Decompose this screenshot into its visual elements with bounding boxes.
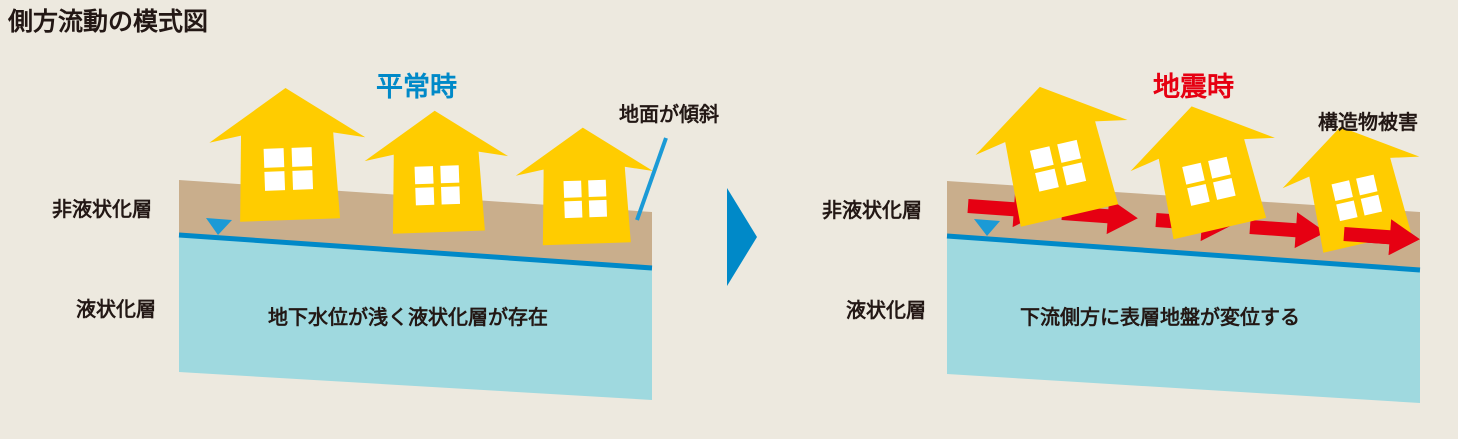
house-icon [207,85,369,223]
right-water-table-marker-icon [974,219,1000,236]
left-liquefiable-layer [179,235,652,400]
ground-slope-leader-line [635,137,668,221]
right-lower-layer-label: 液状化層 [846,298,926,322]
left-water-table-line [178,232,653,271]
left-panel-caption: 地下水位が浅く液状化層が存在 [268,305,548,329]
right-water-table-line [946,233,1421,273]
right-panel-caption: 下流側方に表層地盤が変位する [1020,305,1300,329]
left-panel-heading: 平常時 [376,72,457,102]
panel-right-earthquake-conditions: 地震時 構造物被害 非液状化層 液状化層 下流側方に表層地盤が変位する [822,69,1436,403]
house-icon [963,69,1146,234]
left-upper-layer-label: 非液状化層 [52,197,152,221]
flow-separator-triangle-icon [727,188,757,286]
house-icon [514,125,656,247]
right-house-group [963,69,1436,259]
right-callout-label: 構造物被害 [1318,110,1418,134]
right-panel-heading: 地震時 [1153,72,1234,102]
panel-left-normal-conditions: 平常時 地面が傾斜 非液状化層 液状化層 地下水位が浅く液状化層が存在 [52,72,719,400]
left-house-group [207,85,656,247]
house-icon [1119,89,1293,246]
house-icon [1272,111,1436,259]
left-water-table-marker-icon [206,218,232,235]
house-icon [362,108,511,235]
page-title: 側方流動の模式図 [7,7,208,36]
right-liquefiable-layer [947,236,1420,403]
left-lower-layer-label: 液状化層 [76,297,156,321]
left-callout-label: 地面が傾斜 [619,102,719,126]
right-upper-layer-label: 非液状化層 [822,198,922,222]
